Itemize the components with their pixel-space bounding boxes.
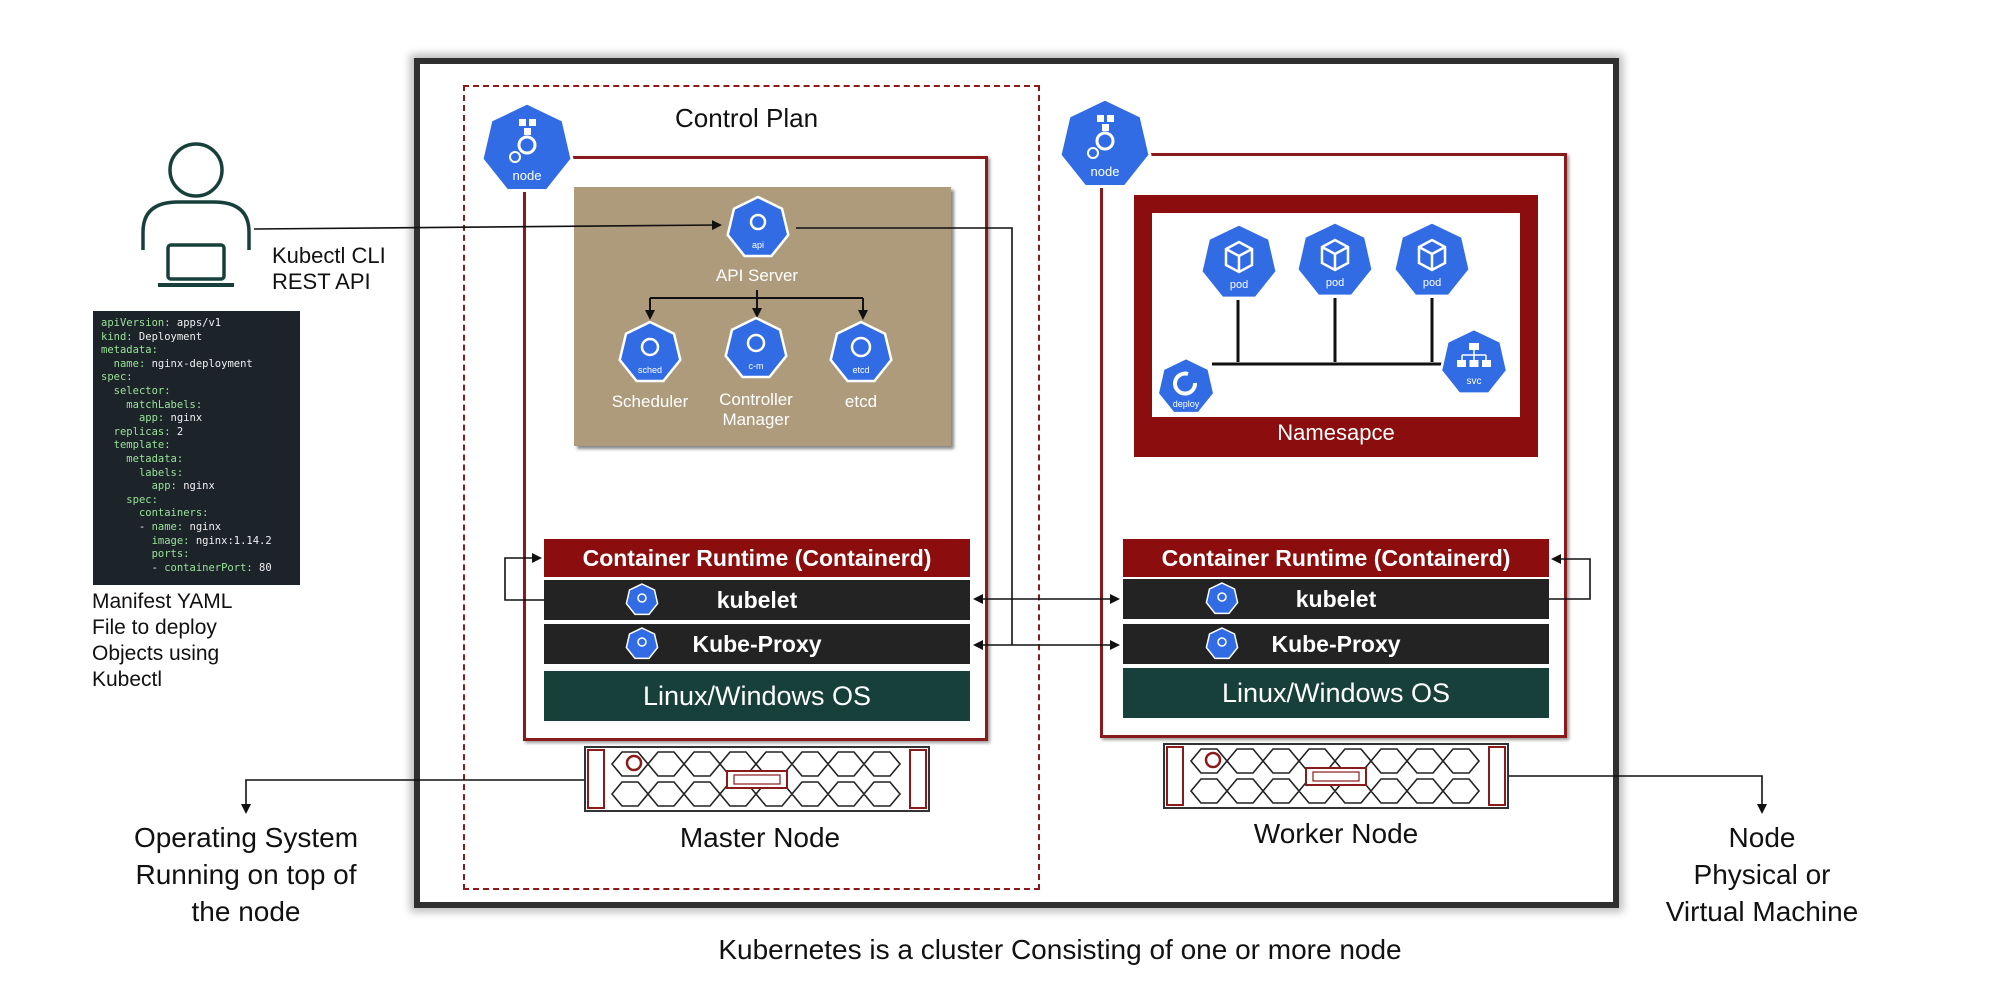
etcd-icon-label: etcd xyxy=(852,365,869,375)
scheduler-label: Scheduler xyxy=(611,392,689,411)
worker-runtime-label: Container Runtime (Containerd) xyxy=(1161,544,1511,571)
master-os-label: Linux/Windows OS xyxy=(642,680,872,711)
master-kubeproxy-label: Kube-Proxy xyxy=(692,630,822,657)
manifest-code-line: template: xyxy=(113,439,171,452)
controller-manager-icon: c-m xyxy=(723,316,789,387)
manifest-code-line: - name: nginx xyxy=(101,520,222,533)
control-plan-label: Control Plan xyxy=(675,103,819,133)
node-note-line-2: Physical or xyxy=(1693,859,1831,890)
manifest-code-line: kind: Deployment xyxy=(101,330,203,343)
manifest-code-line: image: nginx:1.14.2 xyxy=(151,534,272,547)
worker-kubeproxy-bar: Kube-Proxy xyxy=(1123,624,1549,664)
service-icon: svc xyxy=(1438,327,1510,404)
scheduler-icon-label: sched xyxy=(638,365,662,375)
api-to-nodes-connector xyxy=(796,227,1013,645)
cm-label-line-2: Manager xyxy=(722,410,790,429)
manifest-code-line: spec: xyxy=(101,371,133,384)
pod-icon: pod xyxy=(1391,220,1473,307)
manifest-code-line: - containerPort: 80 xyxy=(101,561,272,574)
manifest-code-line: selector: xyxy=(113,384,171,397)
control-plan-region xyxy=(463,85,1040,890)
namespace-label: Namesapce xyxy=(1277,420,1395,445)
api-icon-label: api xyxy=(752,240,764,250)
pod-label-2: pod xyxy=(1326,277,1344,289)
worker-kubelet-bar: kubelet xyxy=(1123,579,1549,619)
os-note-line-2: Running on top of xyxy=(135,859,357,890)
os-note-connector xyxy=(241,779,590,814)
master-kubelet-icon xyxy=(625,583,659,622)
pod-icon: pod xyxy=(1198,222,1280,309)
api-server-label: API Server xyxy=(715,266,799,285)
worker-os-label: Linux/Windows OS xyxy=(1221,677,1451,708)
api-server-icon: api xyxy=(724,194,792,267)
worker-kubelet-icon xyxy=(1205,582,1239,621)
manifest-caption-3: Objects using xyxy=(92,642,220,665)
worker-kubelet-label: kubelet xyxy=(1295,585,1377,612)
manifest-code-line: labels: xyxy=(138,466,184,479)
master-server-hardware-icon xyxy=(584,746,930,817)
manifest-caption-1: Manifest YAML xyxy=(92,590,233,613)
master-node-title: Master Node xyxy=(679,822,841,853)
etcd-icon: etcd xyxy=(828,320,894,391)
worker-node-icon-label: node xyxy=(1091,164,1120,179)
node-note-line-1: Node xyxy=(1728,822,1796,853)
manifest-caption-4: Kubectl xyxy=(92,668,163,691)
cm-icon-label: c-m xyxy=(749,361,764,371)
worker-kubeproxy-label: Kube-Proxy xyxy=(1271,630,1401,657)
worker-kubeproxy-icon xyxy=(1205,627,1239,666)
master-kubelet-label: kubelet xyxy=(716,586,798,613)
scheduler-icon: sched xyxy=(617,320,683,391)
manifest-code-line: matchLabels: xyxy=(126,398,203,411)
deploy-icon: deploy xyxy=(1155,356,1217,423)
svc-icon-label: svc xyxy=(1467,376,1482,387)
master-node-icon: node xyxy=(478,100,576,203)
worker-container-runtime-bar: Container Runtime (Containerd) xyxy=(1123,539,1549,577)
pod-icon: pod xyxy=(1294,220,1376,307)
master-kubeproxy-bar: Kube-Proxy xyxy=(544,624,970,664)
manifest-code-line: spec: xyxy=(126,493,158,506)
diagram-caption: Kubernetes is a cluster Consisting of on… xyxy=(718,934,1402,965)
worker-node-icon: node xyxy=(1056,96,1154,199)
node-note-connector xyxy=(1505,775,1767,814)
master-kubelet-bar: kubelet xyxy=(544,580,970,620)
etcd-label: etcd xyxy=(844,392,878,411)
os-note-line-3: the node xyxy=(191,896,301,927)
worker-os-bar: Linux/Windows OS xyxy=(1123,668,1549,718)
cm-label-line-1: Controller xyxy=(719,390,793,409)
user-access-line-1: Kubectl CLI xyxy=(272,243,386,268)
worker-runtime-loop xyxy=(1549,554,1591,600)
manifest-code-line: app: nginx xyxy=(151,480,215,493)
manifest-code-line: containers: xyxy=(138,507,209,520)
master-runtime-label: Container Runtime (Containerd) xyxy=(582,544,932,571)
os-note-line-1: Operating System xyxy=(133,822,359,853)
manifest-code-line: metadata: xyxy=(126,452,184,465)
master-os-bar: Linux/Windows OS xyxy=(544,671,970,721)
worker-node-title: Worker Node xyxy=(1253,818,1419,849)
master-kubeproxy-icon xyxy=(625,627,659,666)
manifest-code-line: ports: xyxy=(151,548,190,561)
user-access-line-2: REST API xyxy=(272,269,371,294)
manifest-code-line: metadata: xyxy=(101,344,158,357)
manifest-code-line: apiVersion: apps/v1 xyxy=(101,317,222,329)
pod-label-3: pod xyxy=(1423,277,1441,289)
manifest-code-line: app: nginx xyxy=(138,412,203,425)
master-node-icon-label: node xyxy=(513,168,542,183)
manifest-code-line: replicas: 2 xyxy=(113,425,184,438)
deploy-icon-label: deploy xyxy=(1173,399,1200,409)
master-container-runtime-bar: Container Runtime (Containerd) xyxy=(544,539,970,577)
user-laptop-icon xyxy=(141,142,251,287)
worker-server-hardware-icon xyxy=(1163,743,1509,814)
user-to-api-arrow xyxy=(253,220,722,231)
master-runtime-loop xyxy=(504,553,544,601)
manifest-code-line: name: nginx-deployment xyxy=(113,357,253,370)
pod-label-1: pod xyxy=(1230,279,1248,291)
manifest-caption-2: File to deploy xyxy=(92,616,217,639)
node-note-line-3: Virtual Machine xyxy=(1665,896,1859,927)
